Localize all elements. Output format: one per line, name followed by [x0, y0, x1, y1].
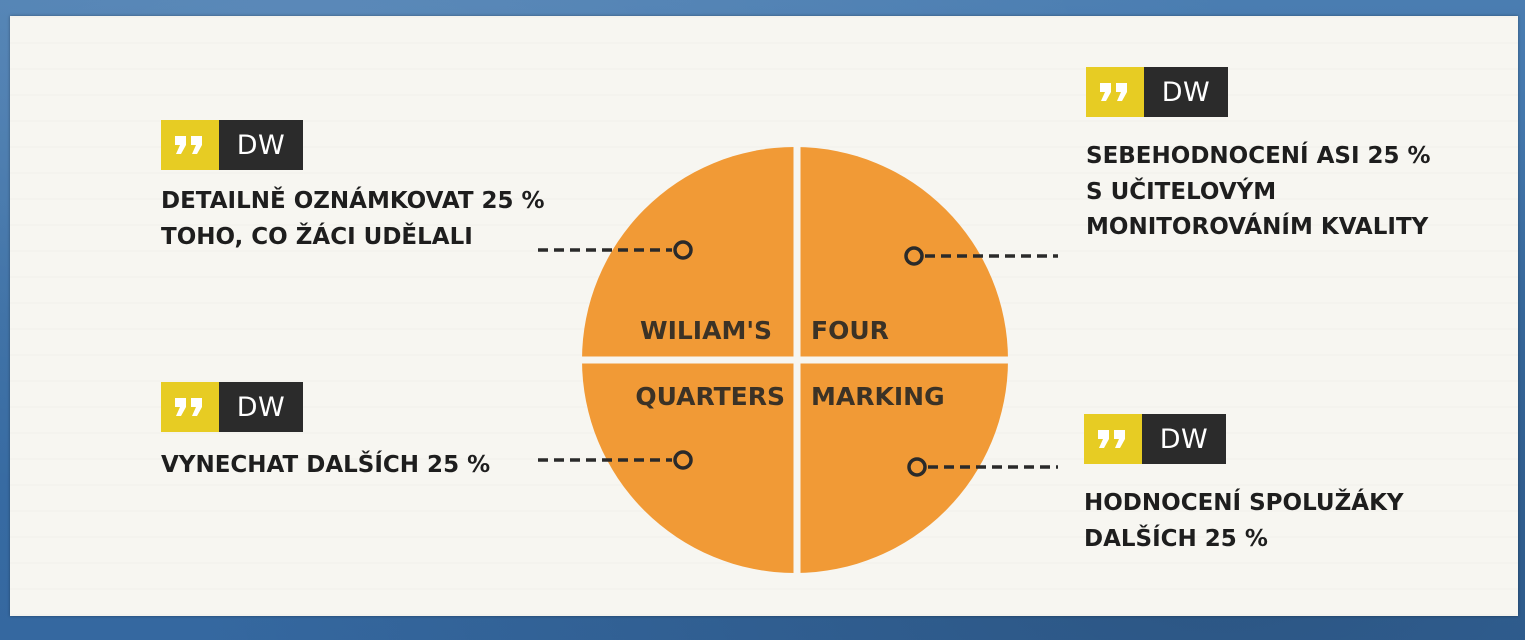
quarter-label-bottom-right: HODNOCENÍ SPOLUŽÁKY DALŠÍCH 25 %: [1084, 486, 1404, 557]
label-line: S UČITELOVÝM: [1086, 178, 1277, 205]
badge-label: DW: [219, 382, 303, 432]
closing-quote-icon: [1084, 414, 1142, 464]
four-quarters-diagram: WILIAM'S FOUR QUARTERS MARKING: [538, 142, 1058, 578]
badge-label: DW: [219, 120, 303, 170]
dw-badge: DW: [1086, 67, 1431, 117]
paper-page: WILIAM'S FOUR QUARTERS MARKING: [10, 16, 1518, 616]
connector-top-right: [904, 246, 1058, 266]
quarter-label-top-left: DETAILNĚ OZNÁMKOVAT 25 % TOHO, CO ŽÁCI U…: [161, 184, 545, 255]
label-line: HODNOCENÍ SPOLUŽÁKY: [1084, 490, 1404, 516]
connector-bottom-right: [907, 457, 1058, 477]
quarter-block-top-right: DW SEBEHODNOCENÍ ASI 25 % S UČITELOVÝM M…: [1086, 67, 1431, 246]
dw-badge: DW: [161, 120, 545, 170]
connector-top-left: [538, 240, 693, 260]
badge-label: DW: [1142, 414, 1226, 464]
pie-quadrant-top-right: [795, 147, 1008, 360]
center-title-word-3: QUARTERS: [635, 382, 785, 411]
center-title-word-2: FOUR: [811, 316, 889, 345]
quarter-label-top-right: SEBEHODNOCENÍ ASI 25 % S UČITELOVÝM MONI…: [1086, 139, 1431, 246]
center-title-word-1: WILIAM'S: [640, 316, 772, 345]
dw-badge: DW: [161, 382, 490, 432]
label-line: MONITOROVÁNÍM KVALITY: [1086, 214, 1429, 241]
quarter-label-bottom-left: VYNECHAT DALŠÍCH 25 %: [161, 448, 490, 484]
quarter-block-bottom-right: DW HODNOCENÍ SPOLUŽÁKY DALŠÍCH 25 %: [1084, 414, 1404, 557]
pie-quadrant-bottom-right: [795, 360, 1008, 573]
label-line: DETAILNĚ OZNÁMKOVAT 25 %: [161, 188, 545, 214]
label-line: VYNECHAT DALŠÍCH 25 %: [161, 452, 491, 478]
quarter-block-bottom-left: DW VYNECHAT DALŠÍCH 25 %: [161, 382, 490, 484]
label-line: TOHO, CO ŽÁCI UDĚLALI: [161, 223, 473, 250]
connector-bottom-left: [538, 450, 693, 470]
label-line: SEBEHODNOCENÍ ASI 25 %: [1086, 143, 1431, 169]
closing-quote-icon: [161, 382, 219, 432]
badge-label: DW: [1144, 67, 1228, 117]
label-line: DALŠÍCH 25 %: [1084, 525, 1268, 552]
closing-quote-icon: [1086, 67, 1144, 117]
closing-quote-icon: [161, 120, 219, 170]
center-title-word-4: MARKING: [811, 382, 945, 411]
quarter-block-top-left: DW DETAILNĚ OZNÁMKOVAT 25 % TOHO, CO ŽÁC…: [161, 120, 545, 255]
dw-badge: DW: [1084, 414, 1404, 464]
